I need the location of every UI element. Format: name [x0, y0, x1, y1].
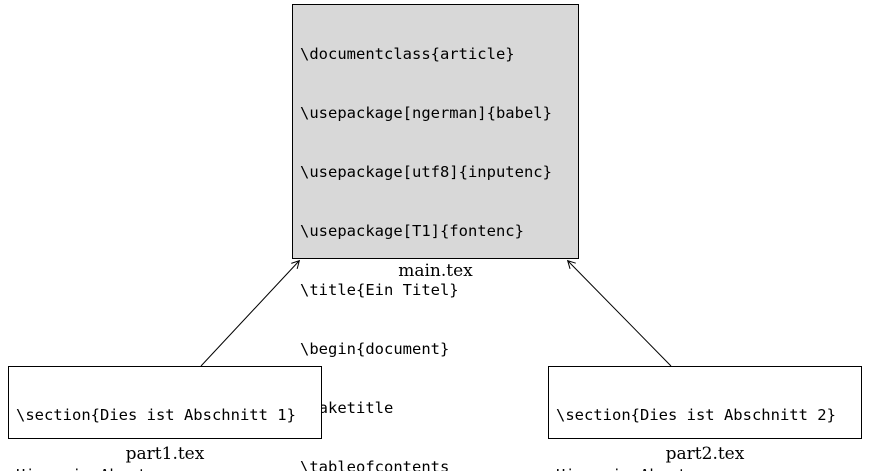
code-line: Hier ein Absatz zum — [16, 464, 315, 471]
part1-tex-label: part1.tex — [125, 444, 205, 464]
code-line: Hier ein Absatz zum — [556, 464, 855, 471]
code-line: \documentclass{article} — [300, 45, 515, 63]
part2-tex-label: part2.tex — [665, 444, 745, 464]
code-line: \title{Ein Titel} — [300, 281, 459, 299]
part2-tex-box: \section{Dies ist Abschnitt 2} Hier ein … — [548, 366, 862, 471]
code-line: \section{Dies ist Abschnitt 1} — [16, 406, 296, 424]
code-line: \tableofcontents — [300, 458, 450, 471]
code-line: \maketitle — [300, 399, 394, 417]
code-line: \usepackage[ngerman]{babel} — [300, 104, 552, 122]
code-line: \usepackage[utf8]{inputenc} — [300, 163, 552, 181]
code-line: \usepackage[T1]{fontenc} — [300, 222, 524, 240]
main-tex-box: \documentclass{article} \usepackage[nger… — [292, 4, 579, 471]
arrow-part2-to-main — [566, 259, 672, 367]
main-tex-label: main.tex — [398, 261, 473, 281]
code-line: \begin{document} — [300, 340, 450, 358]
part1-tex-box: \section{Dies ist Abschnitt 1} Hier ein … — [8, 366, 322, 471]
arrow-part1-to-main — [200, 259, 301, 367]
code-line: \section{Dies ist Abschnitt 2} — [556, 406, 836, 424]
